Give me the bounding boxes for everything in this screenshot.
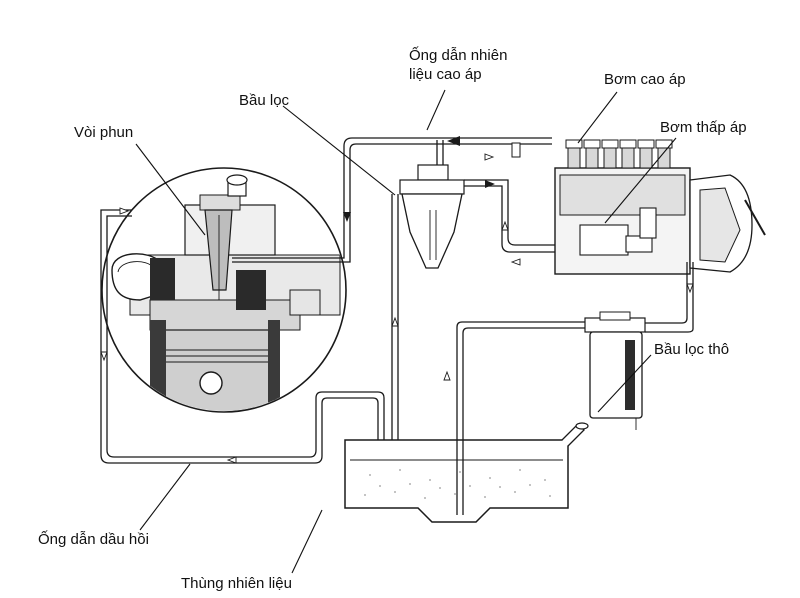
leader-lines [135, 89, 677, 574]
fuel-tank [344, 422, 589, 523]
injector-label: Vòi phun [74, 124, 134, 141]
return-line-label: Ống dẫn dầu hồi [38, 531, 149, 548]
fuel-filter [391, 164, 556, 440]
injection-pump [554, 139, 766, 275]
coarse-filter-label: Bầu lọc thô [654, 341, 730, 358]
return-line-pipe [100, 209, 385, 464]
flow-arrows [100, 136, 694, 464]
coarse-filter [456, 262, 694, 440]
high-pressure-line-label: Ống dẫn nhiên liệu cao áp [409, 47, 508, 83]
feed-pump-label: Bơm thấp áp [660, 119, 747, 136]
high-pressure-line-pipe [330, 137, 552, 263]
fuel-tank-label: Thùng nhiên liệu [181, 575, 292, 592]
engine-cylinder-cutaway [101, 167, 347, 413]
fuel-filter-label: Bầu lọc [239, 92, 290, 109]
injection-pump-label: Bơm cao áp [604, 71, 686, 88]
